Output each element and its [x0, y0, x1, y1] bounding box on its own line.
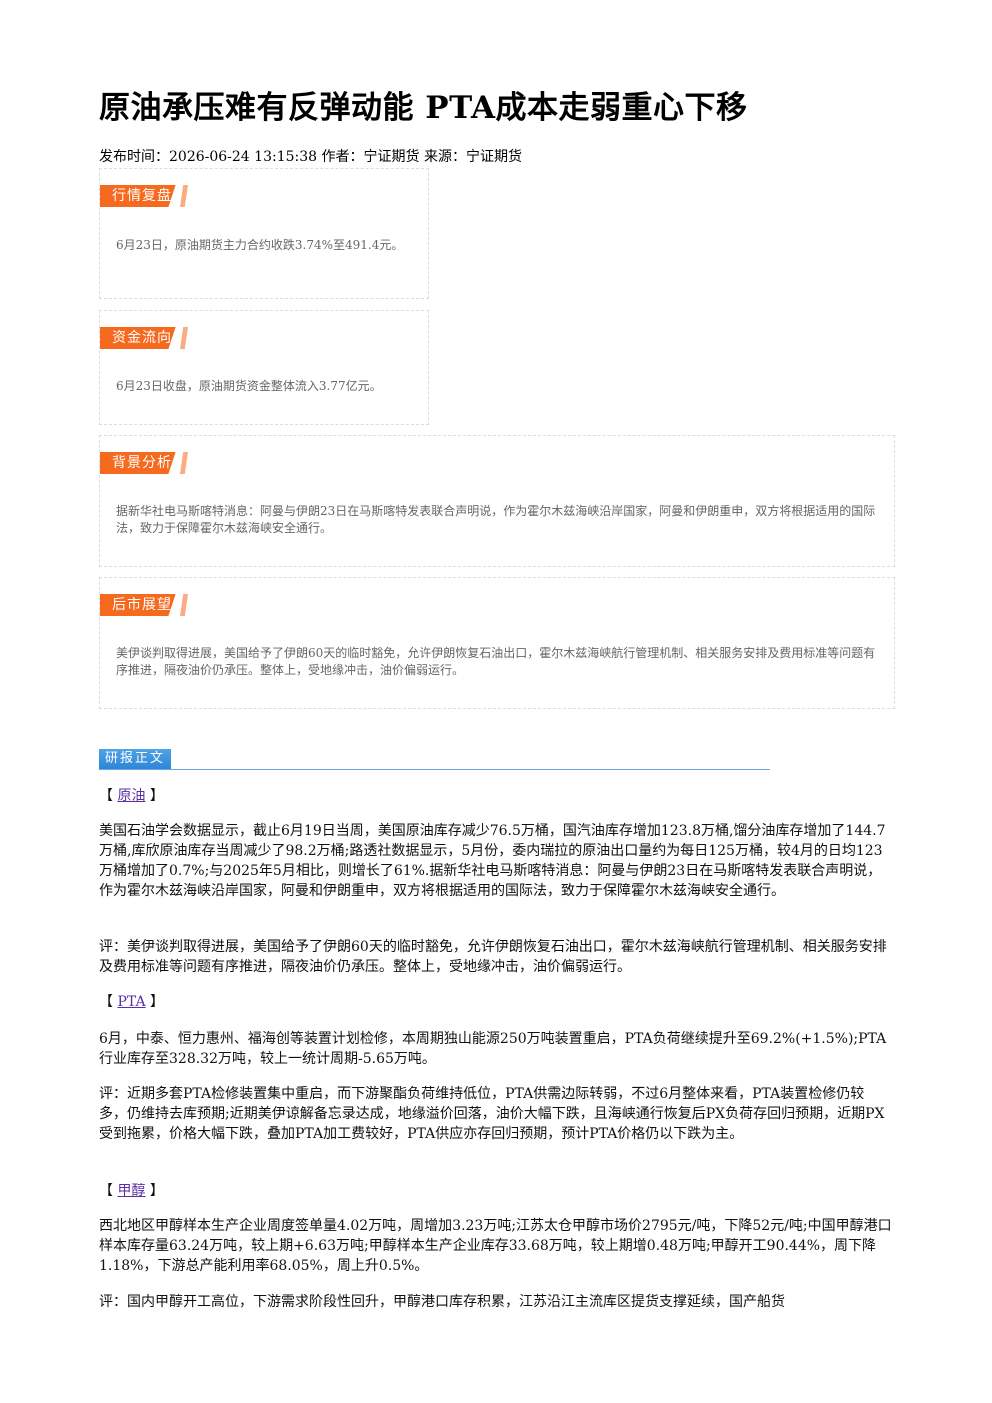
tag-decoration: [180, 452, 188, 474]
tag-decoration: [180, 594, 188, 616]
publish-meta: 发布时间：2026-06-24 13:15:38 作者：宁证期货 来源：宁证期货: [99, 149, 522, 165]
market-review-tag: 行情复盘: [100, 185, 176, 207]
capital-flow-tag: 资金流向: [100, 327, 176, 349]
report-body-header: 研报正文: [99, 749, 770, 770]
outlook-text: 美伊谈判取得进展，美国给予了伊朗60天的临时豁免，允许伊朗恢复石油出口，霍尔木兹…: [116, 646, 876, 677]
pta-link[interactable]: PTA: [117, 994, 146, 1010]
section-heading-methanol: 【 甲醇 】: [99, 1183, 164, 1199]
background-tag: 背景分析: [100, 452, 176, 474]
pta-paragraph-1: 6月，中泰、恒力惠州、福海创等装置计划检修，本周期独山能源250万吨装置重启，P…: [99, 1031, 887, 1067]
capital-flow-box: 资金流向 6月23日收盘，原油期货资金整体流入3.77亿元。: [99, 310, 429, 425]
capital-flow-text: 6月23日收盘，原油期货资金整体流入3.77亿元。: [116, 379, 382, 393]
market-review-text: 6月23日，原油期货主力合约收跌3.74%至491.4元。: [116, 238, 404, 252]
crude-paragraph-1: 美国石油学会数据显示，截止6月19日当周，美国原油库存减少76.5万桶，国汽油库…: [99, 823, 886, 899]
report-body-label: 研报正文: [99, 749, 171, 769]
outlook-box: 后市展望 美伊谈判取得进展，美国给予了伊朗60天的临时豁免，允许伊朗恢复石油出口…: [99, 577, 895, 709]
page-title: 原油承压难有反弹动能 PTA成本走弱重心下移: [99, 90, 748, 126]
market-review-box: 行情复盘 6月23日，原油期货主力合约收跌3.74%至491.4元。: [99, 168, 429, 299]
crude-paragraph-2: 评：美伊谈判取得进展，美国给予了伊朗60天的临时豁免，允许伊朗恢复石油出口，霍尔…: [99, 939, 887, 975]
section-heading-pta: 【 PTA 】: [99, 994, 165, 1010]
tag-decoration: [180, 327, 188, 349]
methanol-paragraph-2: 评：国内甲醇开工高位，下游需求阶段性回升，甲醇港口库存积累，江苏沿江主流库区提货…: [99, 1294, 785, 1310]
outlook-tag: 后市展望: [100, 594, 176, 616]
tag-decoration: [180, 185, 188, 207]
methanol-link[interactable]: 甲醇: [117, 1183, 146, 1199]
background-text: 据新华社电马斯喀特消息：阿曼与伊朗23日在马斯喀特发表联合声明说，作为霍尔木兹海…: [116, 504, 876, 535]
methanol-paragraph-1: 西北地区甲醇样本生产企业周度签单量4.02万吨，周增加3.23万吨;江苏太仓甲醇…: [99, 1218, 892, 1274]
section-heading-crude: 【 原油 】: [99, 788, 164, 804]
crude-oil-link[interactable]: 原油: [117, 788, 146, 804]
background-box: 背景分析 据新华社电马斯喀特消息：阿曼与伊朗23日在马斯喀特发表联合声明说，作为…: [99, 435, 895, 567]
pta-paragraph-2: 评：近期多套PTA检修装置集中重启，而下游聚酯负荷维持低位，PTA供需边际转弱，…: [99, 1086, 885, 1142]
